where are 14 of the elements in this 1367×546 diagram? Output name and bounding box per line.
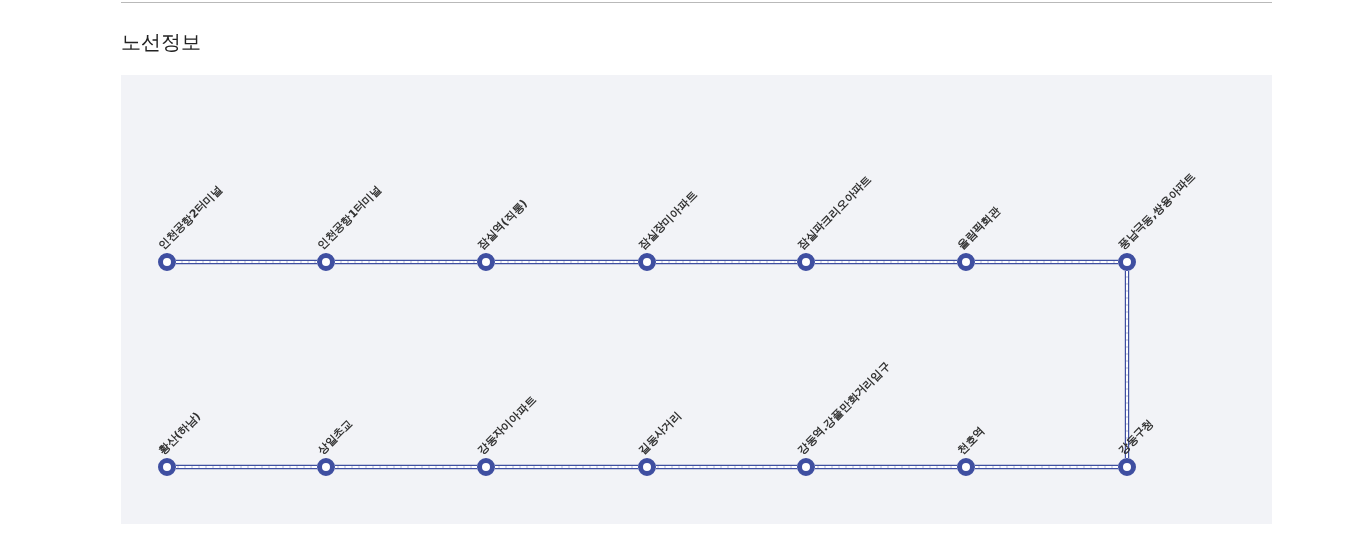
route-line <box>334 464 478 470</box>
route-line <box>814 259 958 265</box>
route-line <box>974 464 1119 470</box>
route-line <box>1124 270 1130 459</box>
route-line <box>334 259 478 265</box>
route-line <box>175 464 318 470</box>
route-line <box>655 259 798 265</box>
route-line <box>494 259 639 265</box>
route-line <box>655 464 798 470</box>
route-line <box>494 464 639 470</box>
route-line <box>974 259 1119 265</box>
route-line <box>814 464 958 470</box>
section-title: 노선정보 <box>121 29 201 56</box>
route-line <box>175 259 318 265</box>
